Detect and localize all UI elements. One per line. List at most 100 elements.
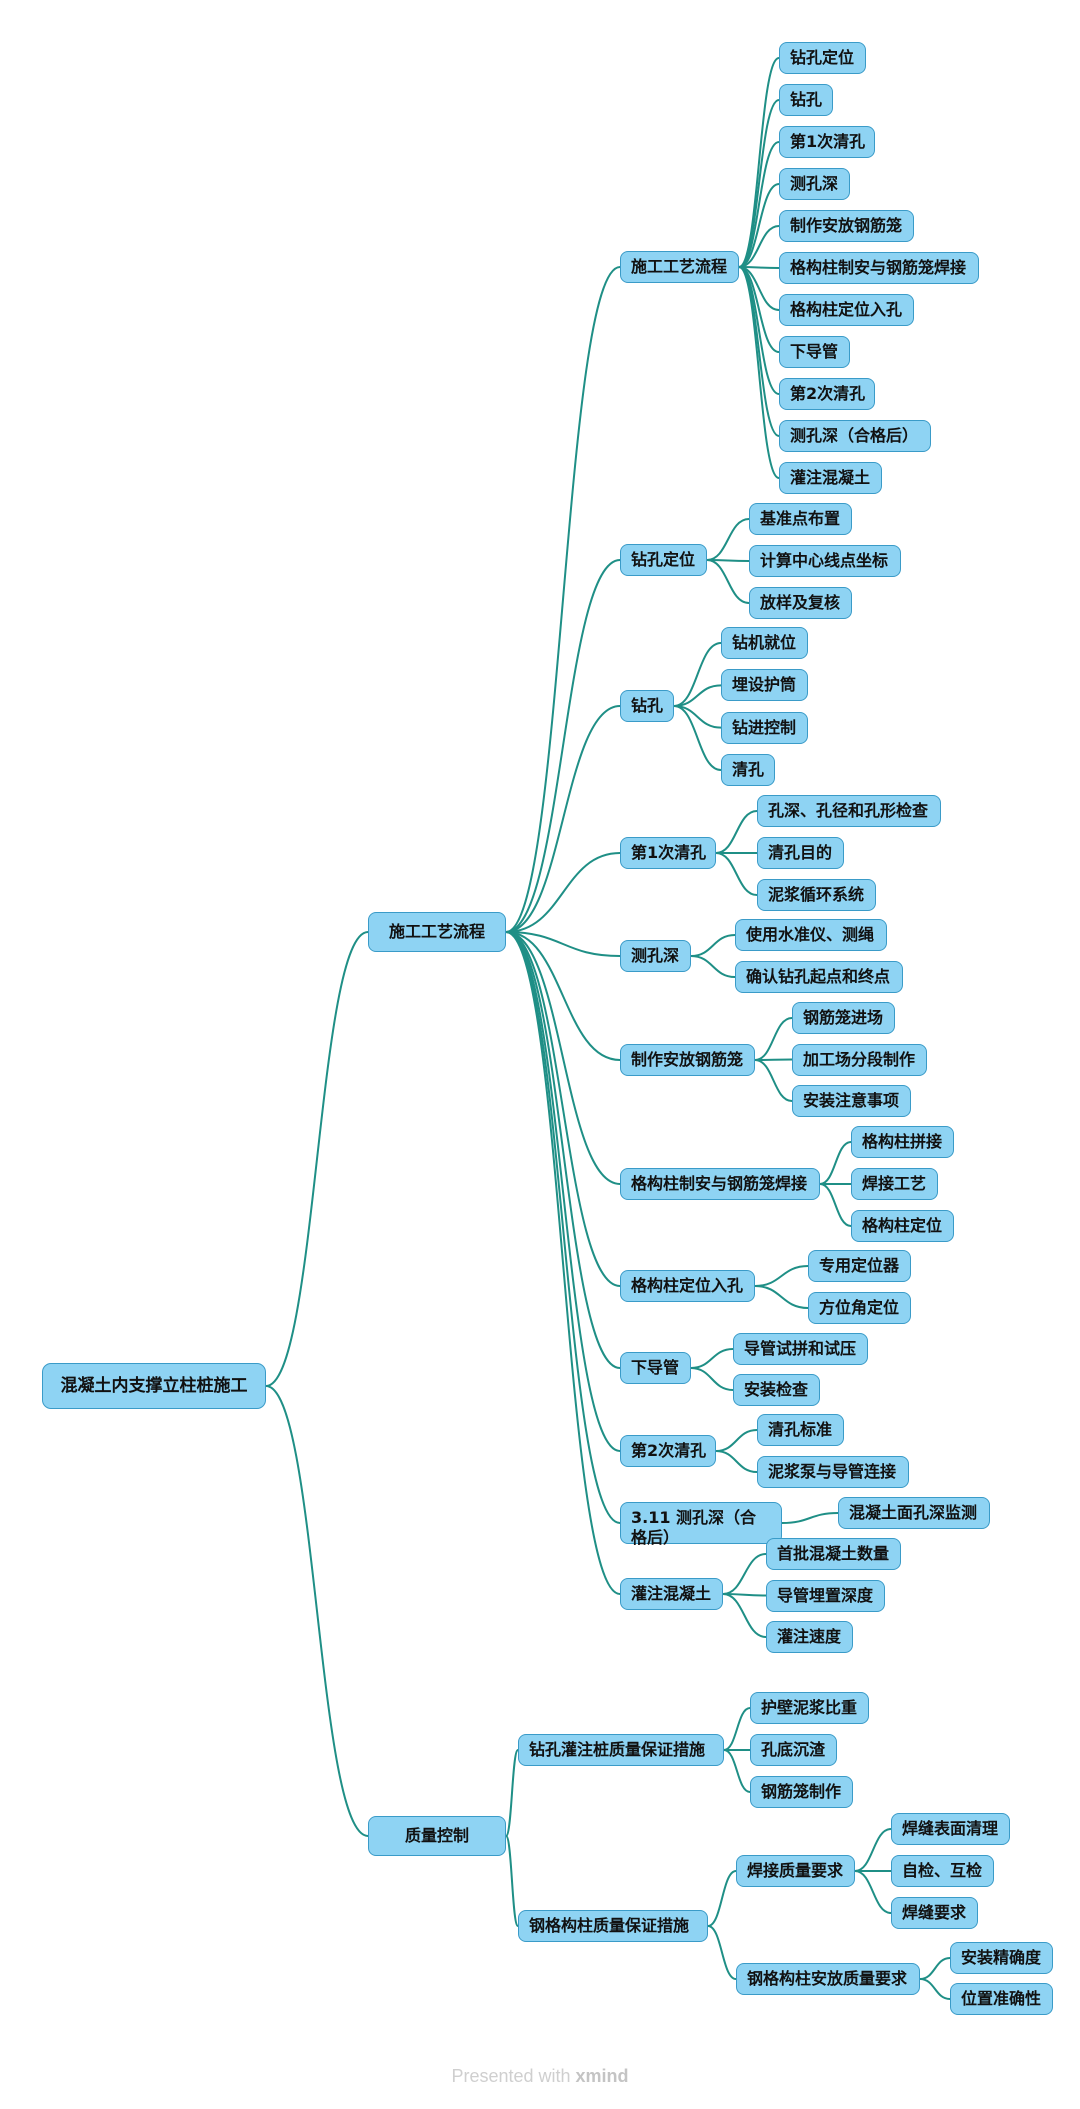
subtopic-1-11[interactable]: 灌注混凝土	[779, 462, 882, 494]
connector-line	[738, 225, 780, 268]
subtopic-11-1[interactable]: 混凝土面孔深监测	[838, 1497, 990, 1529]
subtopic-4-2[interactable]: 清孔目的	[757, 837, 844, 869]
subtopic-1-4[interactable]: 测孔深	[779, 168, 850, 200]
connector-line	[819, 1141, 852, 1185]
quality-topic-2[interactable]: 钢格构柱质量保证措施	[518, 1910, 708, 1942]
connector-line	[738, 57, 780, 268]
connector-line	[505, 1835, 519, 1927]
subtopic-5-1[interactable]: 使用水准仪、测绳	[735, 919, 887, 951]
connector-line	[715, 852, 758, 896]
connector-line	[738, 266, 780, 479]
connector-line	[722, 1593, 767, 1638]
connector-line	[505, 931, 621, 1061]
subtopic-3-3[interactable]: 钻进控制	[721, 711, 808, 744]
quality-topic-1[interactable]: 钻孔灌注桩质量保证措施	[518, 1734, 724, 1766]
subtopic-9-2[interactable]: 安装检查	[733, 1374, 820, 1406]
connector-line	[505, 931, 621, 1595]
connector-line	[505, 931, 621, 1452]
subtopic-3-2[interactable]: 埋设护筒	[721, 669, 808, 702]
footer-prefix: Presented with	[451, 2066, 576, 2086]
subtopic-3-4[interactable]: 清孔	[721, 754, 775, 786]
subtopic-1-2[interactable]: 钻孔	[779, 84, 833, 116]
connector-line	[505, 931, 621, 1287]
connector-line	[723, 1749, 751, 1793]
quality-subtopic-2-2[interactable]: 钢格构柱安放质量要求	[736, 1963, 920, 1995]
subtopic-8-1[interactable]: 专用定位器	[808, 1250, 911, 1282]
subtopic-1-8[interactable]: 下导管	[779, 336, 850, 368]
quality-detail-2-2[interactable]: 位置准确性	[950, 1983, 1053, 2015]
topic-5[interactable]: 测孔深	[620, 940, 691, 972]
subtopic-4-3[interactable]: 泥浆循环系统	[757, 879, 876, 911]
topic-12[interactable]: 灌注混凝土	[620, 1578, 723, 1610]
subtopic-12-2[interactable]: 导管埋置深度	[766, 1579, 885, 1612]
connector-line	[673, 642, 722, 707]
connector-line	[505, 931, 621, 1185]
topic-3[interactable]: 钻孔	[620, 690, 674, 722]
connector-line	[505, 852, 621, 933]
topic-2[interactable]: 钻孔定位	[620, 544, 707, 576]
subtopic-1-7[interactable]: 格构柱定位入孔	[779, 294, 914, 326]
subtopic-2-1[interactable]: 基准点布置	[749, 503, 852, 535]
connector-line	[505, 705, 621, 933]
subtopic-1-6[interactable]: 格构柱制安与钢筋笼焊接	[779, 252, 979, 284]
subtopic-9-1[interactable]: 导管试拼和试压	[733, 1333, 868, 1365]
topic-11[interactable]: 3.11 测孔深（合格后）	[620, 1502, 782, 1547]
subtopic-6-1[interactable]: 钢筋笼进场	[792, 1002, 895, 1034]
subtopic-7-2[interactable]: 焊接工艺	[851, 1168, 938, 1200]
subtopic-5-2[interactable]: 确认钻孔起点和终点	[735, 961, 903, 993]
connector-line	[706, 559, 750, 604]
connector-line	[265, 1385, 369, 1837]
subtopic-1-1[interactable]: 钻孔定位	[779, 42, 866, 74]
connector-line	[265, 931, 369, 1387]
quality-subtopic-1-3[interactable]: 钢筋笼制作	[750, 1776, 853, 1808]
branch-2[interactable]: 质量控制	[368, 1816, 506, 1856]
quality-detail-1-3[interactable]: 焊缝要求	[891, 1897, 978, 1929]
topic-8[interactable]: 格构柱定位入孔	[620, 1270, 755, 1302]
subtopic-7-1[interactable]: 格构柱拼接	[851, 1126, 954, 1158]
subtopic-7-3[interactable]: 格构柱定位	[851, 1210, 954, 1242]
quality-subtopic-1-2[interactable]: 孔底沉渣	[750, 1734, 837, 1766]
topic-1[interactable]: 施工工艺流程	[620, 251, 739, 283]
subtopic-12-3[interactable]: 灌注速度	[766, 1621, 853, 1653]
connector-line	[754, 1265, 809, 1287]
root-node[interactable]: 混凝土内支撑立柱桩施工	[42, 1363, 266, 1409]
subtopic-1-10[interactable]: 测孔深（合格后）	[779, 420, 931, 452]
topic-9[interactable]: 下导管	[620, 1352, 691, 1384]
topic-7[interactable]: 格构柱制安与钢筋笼焊接	[620, 1168, 820, 1200]
connector-line	[738, 141, 780, 268]
topic-4[interactable]: 第1次清孔	[620, 837, 716, 869]
quality-detail-1-2[interactable]: 自检、互检	[891, 1855, 994, 1887]
topic-6[interactable]: 制作安放钢筋笼	[620, 1044, 755, 1076]
quality-subtopic-2-1[interactable]: 焊接质量要求	[736, 1855, 855, 1887]
subtopic-10-2[interactable]: 泥浆泵与导管连接	[757, 1456, 909, 1488]
connector-line	[690, 1348, 734, 1369]
quality-detail-1-1[interactable]: 焊缝表面清理	[891, 1813, 1010, 1845]
quality-detail-2-1[interactable]: 安装精确度	[950, 1942, 1053, 1974]
quality-subtopic-1-1[interactable]: 护壁泥浆比重	[750, 1692, 869, 1724]
connector-line	[715, 1450, 758, 1473]
subtopic-6-2[interactable]: 加工场分段制作	[792, 1043, 927, 1076]
connector-line	[722, 1553, 767, 1595]
connector-line	[723, 1707, 751, 1751]
subtopic-2-3[interactable]: 放样及复核	[749, 587, 852, 619]
subtopic-1-9[interactable]: 第2次清孔	[779, 378, 875, 410]
connector-line	[754, 1058, 793, 1061]
connector-line	[690, 1367, 734, 1391]
subtopic-2-2[interactable]: 计算中心线点坐标	[749, 545, 901, 577]
connector-line	[505, 1749, 519, 1837]
connector-line	[781, 1512, 839, 1524]
topic-10[interactable]: 第2次清孔	[620, 1435, 716, 1467]
subtopic-4-1[interactable]: 孔深、孔径和孔形检查	[757, 795, 941, 827]
branch-1[interactable]: 施工工艺流程	[368, 912, 506, 952]
subtopic-12-1[interactable]: 首批混凝土数量	[766, 1538, 901, 1570]
connector-line	[738, 266, 780, 437]
subtopic-10-1[interactable]: 清孔标准	[757, 1414, 844, 1446]
connector-line	[715, 1429, 758, 1452]
subtopic-1-5[interactable]: 制作安放钢筋笼	[779, 210, 914, 242]
subtopic-1-3[interactable]: 第1次清孔	[779, 126, 875, 158]
subtopic-8-2[interactable]: 方位角定位	[808, 1292, 911, 1324]
footer-credit: Presented with xmind	[0, 2066, 1080, 2087]
subtopic-3-1[interactable]: 钻机就位	[721, 627, 808, 659]
subtopic-6-3[interactable]: 安装注意事项	[792, 1085, 911, 1117]
